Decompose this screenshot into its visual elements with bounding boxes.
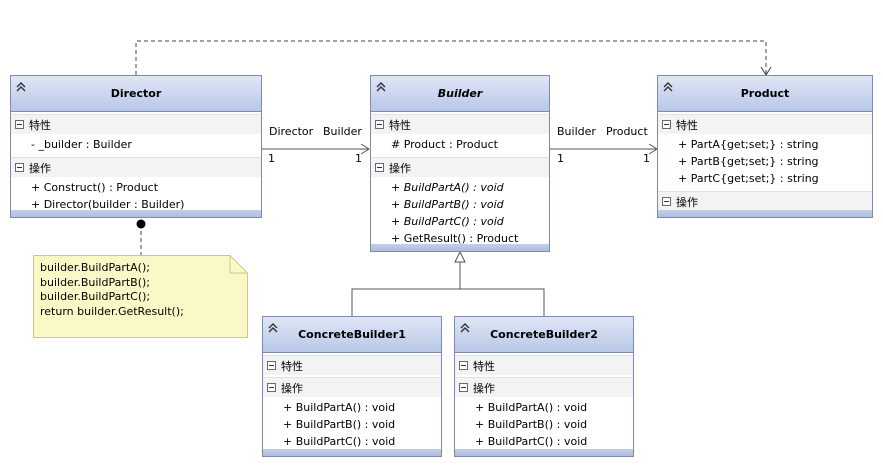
class-header: ConcreteBuilder1 [263,317,441,353]
operations-section-label: 操作 [29,161,51,175]
multiplicity-label: 1 [557,152,564,165]
association-role-label: Builder [323,125,362,138]
collapse-chevron-icon[interactable] [375,81,387,93]
attributes-section-toggle[interactable]: 特性 [371,114,549,134]
class-name: Director [110,87,162,100]
operations-section-label: 操作 [676,195,698,209]
note-shape [33,255,248,338]
attributes-section-label: 特性 [29,118,51,132]
note-line: builder.BuildPartB(); [40,275,150,289]
association-role-label: Director [269,125,314,138]
dependency-director-product [135,40,767,75]
class-header: ConcreteBuilder2 [455,317,633,353]
comment-note[interactable]: builder.BuildPartA(); builder.BuildPartB… [33,255,248,338]
operations-section-toggle[interactable]: 操作 [371,157,549,177]
attributes-section-toggle[interactable]: 特性 [11,114,261,134]
operations-section-label: 操作 [473,381,495,395]
class-footer [371,244,549,251]
attribute-item[interactable]: + PartA{get;set;} : string [678,138,819,151]
operation-item[interactable]: + BuildPartA() : void [475,401,588,414]
attributes-section-label: 特性 [281,359,303,373]
operation-item[interactable]: + BuildPartB() : void [283,418,396,431]
attributes-section-toggle[interactable]: 特性 [658,114,872,134]
class-footer [263,449,441,456]
operations-section-toggle[interactable]: 操作 [455,377,633,397]
operation-item[interactable]: + BuildPartC() : void [475,435,588,448]
multiplicity-label: 1 [643,152,650,165]
operation-item[interactable]: + BuildPartB() : void [391,198,504,211]
class-name: ConcreteBuilder2 [490,328,598,341]
attribute-item[interactable]: + PartC{get;set;} : string [678,172,819,185]
note-anchor-dot [136,219,146,229]
operation-item[interactable]: + BuildPartB() : void [475,418,588,431]
operation-item[interactable]: + GetResult() : Product [391,232,519,245]
association-arrowhead [360,143,370,155]
class-header: Director [11,76,261,112]
class-concrete-builder-1[interactable]: ConcreteBuilder1 特性 操作 + BuildPartA() : … [262,316,442,457]
collapse-minus-icon[interactable] [267,361,276,370]
attribute-item[interactable]: - _builder : Builder [31,138,132,151]
class-concrete-builder-2[interactable]: ConcreteBuilder2 特性 操作 + BuildPartA() : … [454,316,634,457]
class-name: Product [740,87,790,100]
class-footer [455,449,633,456]
attributes-section-toggle[interactable]: 特性 [455,355,633,375]
collapse-minus-icon[interactable] [267,383,276,392]
collapse-chevron-icon[interactable] [459,322,471,334]
operations-section-toggle[interactable]: 操作 [263,377,441,397]
multiplicity-label: 1 [268,152,275,165]
collapse-chevron-icon[interactable] [15,81,27,93]
attributes-section-label: 特性 [676,118,698,132]
collapse-minus-icon[interactable] [459,383,468,392]
class-footer [11,210,261,217]
operation-item[interactable]: + Director(builder : Builder) [31,198,185,211]
class-name: Builder [437,87,483,100]
class-header: Builder [371,76,549,112]
collapse-minus-icon[interactable] [662,120,671,129]
attribute-item[interactable]: # Product : Product [391,138,498,151]
collapse-minus-icon[interactable] [15,163,24,172]
class-product[interactable]: Product 特性 + PartA{get;set;} : string + … [657,75,873,218]
class-header: Product [658,76,872,112]
operations-section-toggle[interactable]: 操作 [11,157,261,177]
note-line: builder.BuildPartC(); [40,290,151,303]
collapse-minus-icon[interactable] [662,197,671,206]
note-line: return builder.GetResult(); [40,304,184,318]
association-role-label: Product [606,125,648,138]
generalization-triangle [454,250,466,263]
operation-item[interactable]: + Construct() : Product [31,181,159,194]
generalization-connector [351,288,545,316]
class-director[interactable]: Director 特性 - _builder : Builder 操作 + Co… [10,75,262,218]
operation-item[interactable]: + BuildPartC() : void [391,215,504,228]
operation-item[interactable]: + BuildPartA() : void [283,401,396,414]
attribute-item[interactable]: + PartB{get;set;} : string [678,155,819,168]
attributes-section-label: 特性 [473,359,495,373]
collapse-chevron-icon[interactable] [267,322,279,334]
class-footer [658,210,872,217]
operations-section-toggle[interactable]: 操作 [658,191,872,211]
operations-section-label: 操作 [389,161,411,175]
operation-item[interactable]: + BuildPartA() : void [391,181,504,194]
class-name: ConcreteBuilder1 [298,328,406,341]
collapse-minus-icon[interactable] [375,163,384,172]
attributes-section-label: 特性 [389,118,411,132]
collapse-minus-icon[interactable] [15,120,24,129]
attributes-section-toggle[interactable]: 特性 [263,355,441,375]
collapse-chevron-icon[interactable] [662,81,674,93]
multiplicity-label: 1 [355,152,362,165]
note-line: builder.BuildPartA(); [40,261,150,274]
collapse-minus-icon[interactable] [375,120,384,129]
collapse-minus-icon[interactable] [459,361,468,370]
operations-section-label: 操作 [281,381,303,395]
class-builder[interactable]: Builder 特性 # Product : Product 操作 + Buil… [370,75,550,252]
association-role-label: Builder [557,125,596,138]
operation-item[interactable]: + BuildPartC() : void [283,435,396,448]
